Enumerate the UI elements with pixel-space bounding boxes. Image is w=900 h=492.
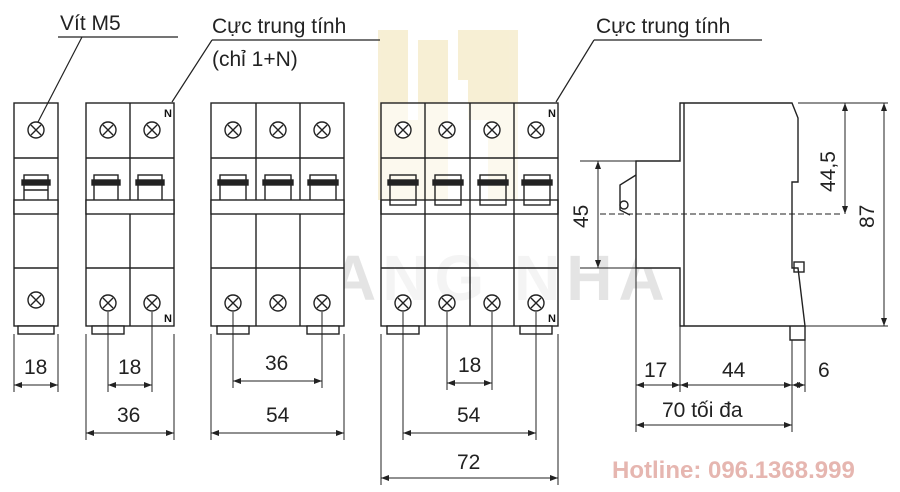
hotline-text: Hotline: 096.1368.999: [612, 457, 855, 484]
callout-leaders: [37, 36, 762, 123]
screw-icons-top: [27, 121, 545, 139]
breaker-2p: [85, 102, 175, 335]
screw-icon: [99, 294, 117, 312]
neutral-pole-label: Cực trung tính: [212, 15, 346, 38]
dim-total-height: 87: [856, 205, 879, 228]
dim-1p-width: 18: [24, 356, 47, 379]
screw-icon: [99, 121, 117, 139]
screw-icon: [224, 121, 242, 139]
neutral-mark: N: [548, 108, 556, 120]
dim-2p-pole: 18: [118, 356, 141, 379]
screw-icon: [483, 121, 501, 139]
neutral-pole-label-4p: Cực trung tính: [596, 15, 730, 38]
neutral-mark: N: [164, 108, 172, 120]
dimension-arrows: [14, 103, 887, 481]
screw-icon: [143, 294, 161, 312]
dim-2p-total: 36: [117, 404, 140, 427]
screw-icon: [143, 121, 161, 139]
screw-icon: [438, 121, 456, 139]
dim-side-17: 17: [644, 359, 667, 382]
screw-icon: [394, 294, 412, 312]
dim-toggle-height: 45: [570, 205, 593, 228]
breaker-3p: [210, 102, 345, 335]
screw-icon: [313, 294, 331, 312]
screw-icon: [438, 294, 456, 312]
screw-label: Vít M5: [60, 12, 121, 35]
screw-icon: [27, 291, 45, 309]
dim-side-6: 6: [818, 359, 830, 382]
dimension-lines: [13, 102, 888, 485]
screw-icon: [527, 121, 545, 139]
dim-side-44: 44: [722, 359, 746, 382]
screw-icon: [483, 294, 501, 312]
dim-front-height: 44,5: [817, 151, 840, 192]
screw-icon: [27, 121, 45, 139]
screw-icon: [224, 294, 242, 312]
neutral-mark: N: [164, 313, 172, 325]
dim-3p-inner: 36: [265, 352, 288, 375]
screw-icon: [269, 294, 287, 312]
screw-icon: [313, 121, 331, 139]
screw-icons-bottom: [27, 291, 545, 312]
screw-icon: [394, 121, 412, 139]
neutral-mark: N: [548, 313, 556, 325]
dim-side-total: 70 tối đa: [662, 399, 743, 422]
screw-icon: [269, 121, 287, 139]
neutral-note-label: (chỉ 1+N): [212, 48, 298, 71]
dim-3p-total: 54: [266, 404, 290, 427]
dim-4p-pole: 18: [458, 354, 481, 377]
screw-icon: [527, 294, 545, 312]
breaker-1p: [13, 102, 59, 335]
dim-4p-inner: 54: [457, 404, 481, 427]
dim-4p-total: 72: [457, 451, 480, 474]
